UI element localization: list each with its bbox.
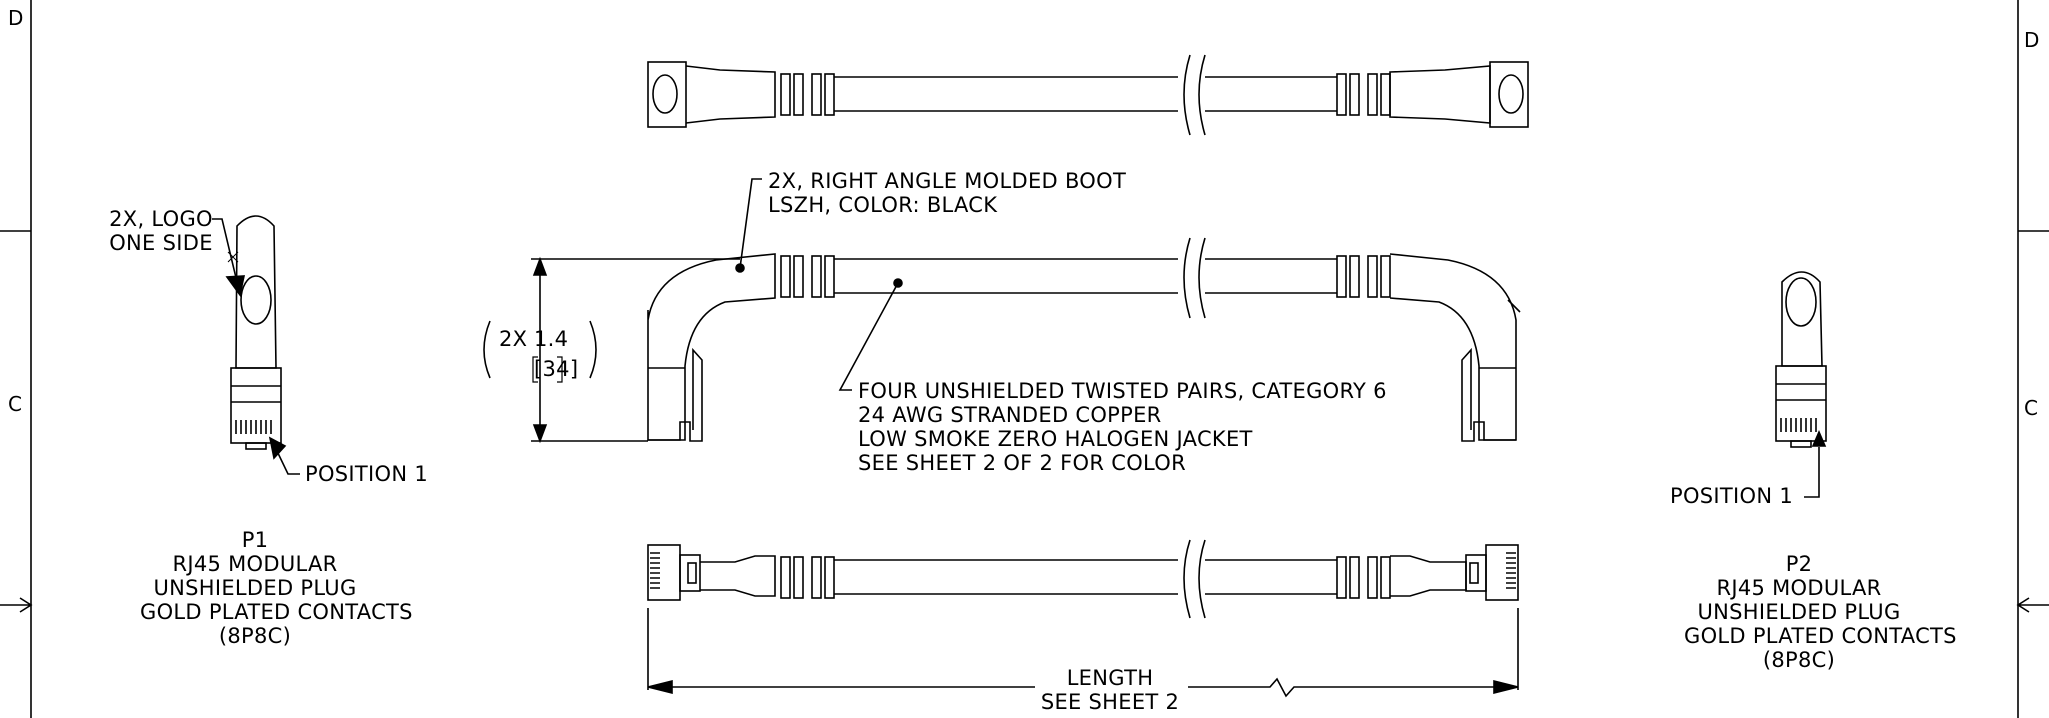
- position-1-left: POSITION 1: [305, 462, 429, 486]
- cable-bottom-view: [647, 539, 1519, 619]
- cable-top-view: [647, 54, 1529, 136]
- p2-line3: UNSHIELDED PLUG: [1697, 600, 1901, 624]
- p1-line1: P1: [241, 528, 269, 552]
- logo-callout-line1: 2X, LOGO: [109, 207, 213, 231]
- boot-callout-line2: LSZH, COLOR: BLACK: [768, 193, 998, 217]
- logo-callout-line2: ONE SIDE: [109, 231, 213, 255]
- p2-line1: P2: [1785, 552, 1813, 576]
- zone-label-top-left: D: [8, 6, 24, 30]
- zone-label-mid-right: C: [2024, 396, 2038, 420]
- dimension-value: 1.4: [534, 327, 569, 351]
- length-label-line2: SEE SHEET 2: [1040, 690, 1180, 714]
- zone-label-top-right: D: [2024, 28, 2040, 52]
- p2-line4: GOLD PLATED CONTACTS: [1684, 624, 1957, 648]
- length-dimension: [647, 608, 1519, 698]
- p2-description: P2 RJ45 MODULAR UNSHIELDED PLUG GOLD PLA…: [1684, 552, 1957, 672]
- position-1-right: POSITION 1: [1670, 484, 1794, 508]
- p1-line2: RJ45 MODULAR: [172, 552, 338, 576]
- cable-callout: FOUR UNSHIELDED TWISTED PAIRS, CATEGORY …: [858, 379, 1387, 475]
- p1-line5: (8P8C): [218, 624, 292, 648]
- boot-callout: 2X, RIGHT ANGLE MOLDED BOOT LSZH, COLOR:…: [768, 169, 1126, 217]
- cable-callout-line2: 24 AWG STRANDED COPPER: [858, 403, 1162, 427]
- cable-callout-line3: LOW SMOKE ZERO HALOGEN JACKET: [858, 427, 1253, 451]
- cable-callout-line1: FOUR UNSHIELDED TWISTED PAIRS, CATEGORY …: [858, 379, 1387, 403]
- boot-callout-line1: 2X, RIGHT ANGLE MOLDED BOOT: [768, 169, 1127, 193]
- plug-p1-drawing: [227, 215, 282, 450]
- plug-p2-drawing: [1775, 271, 1827, 448]
- logo-callout: 2X, LOGO ONE SIDE: [106, 207, 216, 255]
- cable-callout-line4: SEE SHEET 2 OF 2 FOR COLOR: [858, 451, 1186, 475]
- p1-line3: UNSHIELDED PLUG: [153, 576, 357, 600]
- p1-description: P1 RJ45 MODULAR UNSHIELDED PLUG GOLD PLA…: [140, 528, 413, 648]
- leader-lines: [212, 178, 1827, 498]
- p2-line5: (8P8C): [1762, 648, 1836, 672]
- length-label-line1: LENGTH: [1066, 666, 1154, 690]
- p1-line4: GOLD PLATED CONTACTS: [140, 600, 413, 624]
- height-dimension: [483, 256, 740, 444]
- dimension-metric: [34]: [534, 357, 579, 381]
- zone-label-mid-left: C: [8, 392, 22, 416]
- dimension-prefix: 2X: [499, 327, 528, 351]
- cable-side-view: [647, 237, 1521, 442]
- length-label: LENGTH SEE SHEET 2: [1035, 666, 1185, 714]
- p2-line2: RJ45 MODULAR: [1716, 576, 1882, 600]
